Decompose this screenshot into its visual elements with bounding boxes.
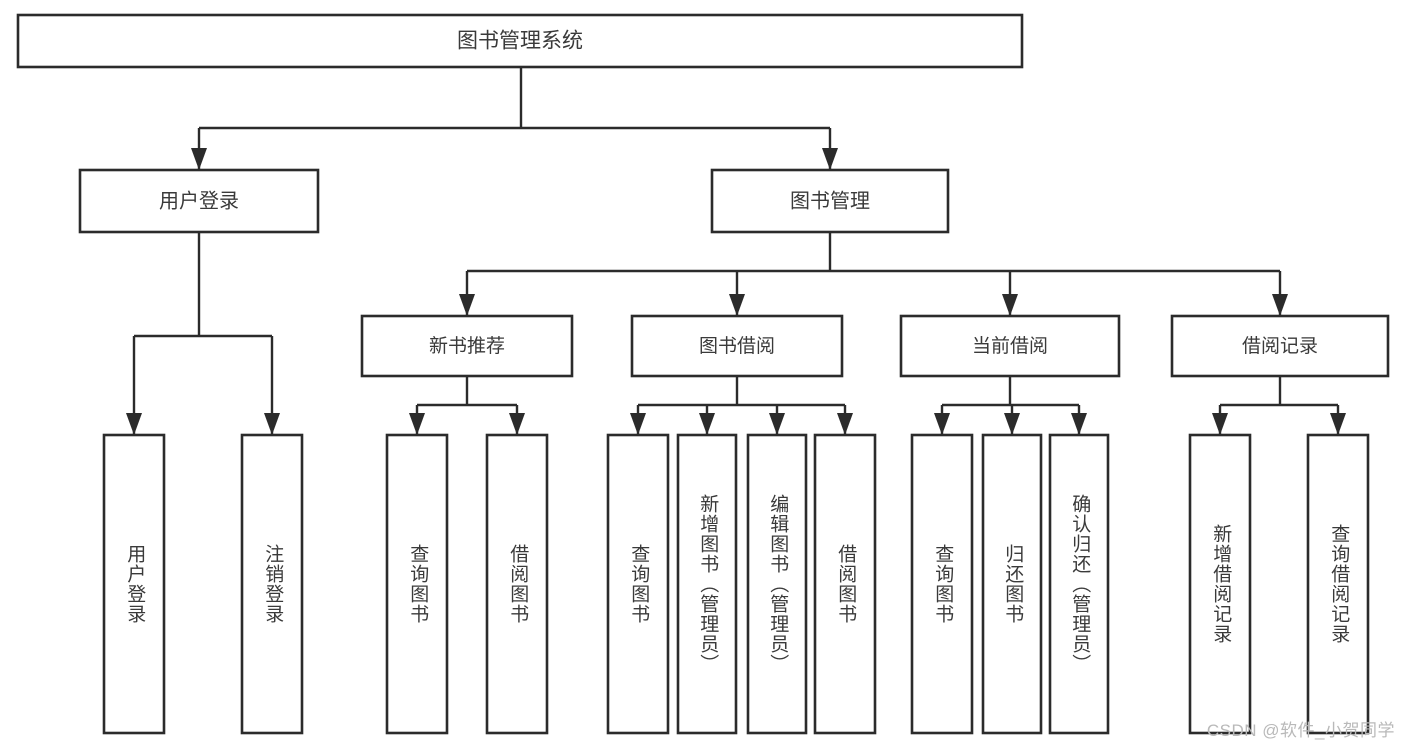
arrow-leaf-3	[409, 405, 425, 435]
node-leaf-9-rect[interactable]	[910, 433, 974, 735]
node-leaf-4[interactable]	[485, 433, 549, 735]
node-leaf-12[interactable]	[1188, 433, 1252, 735]
user-login-to-leaves	[134, 232, 272, 338]
node-level3-4-rect[interactable]	[1170, 314, 1390, 378]
arrow-to-current-borrow-head	[1002, 294, 1018, 316]
node-level3-2-label: 图书借阅	[699, 335, 775, 357]
arrow-leaf-9-head	[934, 413, 950, 435]
csdn-watermark: CSDN @软件_小贺同学	[1206, 721, 1395, 740]
arrow-leaf-12	[1212, 405, 1228, 435]
connector-layer	[134, 67, 1338, 407]
arrow-leaf-13	[1330, 405, 1346, 435]
arrow-leaf-2-head	[264, 413, 280, 435]
node-leaf-7-rect[interactable]	[746, 433, 808, 735]
arrow-leaf-13-head	[1330, 413, 1346, 435]
node-root-system-label: 图书管理系统	[457, 30, 583, 53]
book-mgmt-to-level3	[467, 232, 1280, 273]
node-leaf-13[interactable]	[1306, 433, 1370, 735]
arrow-to-new-book-head	[459, 294, 475, 316]
arrow-to-user-login	[191, 128, 207, 170]
node-level3-4[interactable]	[1170, 314, 1390, 378]
node-leaf-1[interactable]	[102, 433, 166, 735]
node-box-layer	[16, 13, 1390, 735]
node-leaf-6-rect[interactable]	[676, 433, 738, 735]
node-level2-1[interactable]	[78, 168, 320, 234]
node-leaf-3[interactable]	[385, 433, 449, 735]
arrow-leaf-12-head	[1212, 413, 1228, 435]
node-level3-2[interactable]	[630, 314, 844, 378]
node-level2-2-rect[interactable]	[710, 168, 950, 234]
arrow-leaf-5	[630, 405, 646, 435]
current-borrow-to-leaves	[942, 376, 1079, 407]
arrow-to-current-borrow	[1002, 271, 1018, 316]
node-leaf-11[interactable]	[1048, 433, 1110, 735]
node-level3-1-rect[interactable]	[360, 314, 574, 378]
node-level3-2-rect[interactable]	[630, 314, 844, 378]
arrow-to-new-book	[459, 271, 475, 316]
arrow-leaf-1-head	[126, 413, 142, 435]
arrow-leaf-4	[509, 405, 525, 435]
arrow-leaf-10-head	[1004, 413, 1020, 435]
node-leaf-6[interactable]	[676, 433, 738, 735]
node-leaf-13-rect[interactable]	[1306, 433, 1370, 735]
arrow-leaf-7-head	[769, 413, 785, 435]
arrow-leaf-2	[264, 336, 280, 435]
arrow-to-borrow-records-head	[1272, 294, 1288, 316]
node-leaf-7[interactable]	[746, 433, 808, 735]
arrow-to-book-mgmt-head	[822, 148, 838, 170]
root-to-level2	[199, 67, 830, 130]
node-level3-1-label: 新书推荐	[429, 335, 505, 357]
node-leaf-5-rect[interactable]	[606, 433, 670, 735]
node-root-system-rect[interactable]	[16, 13, 1024, 69]
node-level2-1-rect[interactable]	[78, 168, 320, 234]
node-level3-4-label: 借阅记录	[1242, 335, 1318, 357]
arrow-to-user-login-head	[191, 148, 207, 170]
arrow-to-book-mgmt	[822, 128, 838, 170]
node-level2-2[interactable]	[710, 168, 950, 234]
node-level3-3-rect[interactable]	[899, 314, 1121, 378]
node-leaf-10[interactable]	[981, 433, 1043, 735]
node-leaf-12-rect[interactable]	[1188, 433, 1252, 735]
arrow-leaf-6	[699, 405, 715, 435]
records-to-leaves	[1220, 376, 1338, 407]
node-leaf-2-rect[interactable]	[240, 433, 304, 735]
arrow-leaf-11	[1071, 405, 1087, 435]
new-book-to-leaves	[417, 376, 517, 407]
node-leaf-5[interactable]	[606, 433, 670, 735]
node-level2-1-label: 用户登录	[159, 189, 239, 212]
arrow-to-book-borrow	[729, 271, 745, 316]
node-leaf-9[interactable]	[910, 433, 974, 735]
node-level2-2-label: 图书管理	[790, 189, 870, 212]
arrow-leaf-1	[126, 336, 142, 435]
arrow-leaf-10	[1004, 405, 1020, 435]
arrow-layer	[126, 128, 1346, 435]
arrow-leaf-7	[769, 405, 785, 435]
arrow-leaf-8-head	[837, 413, 853, 435]
node-leaf-3-rect[interactable]	[385, 433, 449, 735]
arrow-leaf-4-head	[509, 413, 525, 435]
arrow-to-book-borrow-head	[729, 294, 745, 316]
node-leaf-8[interactable]	[813, 433, 877, 735]
node-level3-3[interactable]	[899, 314, 1121, 378]
arrow-to-borrow-records	[1272, 271, 1288, 316]
arrow-leaf-9	[934, 405, 950, 435]
arrow-leaf-6-head	[699, 413, 715, 435]
arrow-leaf-3-head	[409, 413, 425, 435]
arrow-leaf-11-head	[1071, 413, 1087, 435]
node-leaf-1-rect[interactable]	[102, 433, 166, 735]
node-level3-1[interactable]	[360, 314, 574, 378]
node-leaf-10-rect[interactable]	[981, 433, 1043, 735]
arrow-leaf-5-head	[630, 413, 646, 435]
node-leaf-11-rect[interactable]	[1048, 433, 1110, 735]
borrow-to-leaves	[638, 376, 845, 407]
node-level3-3-label: 当前借阅	[972, 335, 1048, 357]
arrow-leaf-8	[837, 405, 853, 435]
node-leaf-4-rect[interactable]	[485, 433, 549, 735]
node-root-system[interactable]	[16, 13, 1024, 69]
node-leaf-2[interactable]	[240, 433, 304, 735]
node-leaf-8-rect[interactable]	[813, 433, 877, 735]
